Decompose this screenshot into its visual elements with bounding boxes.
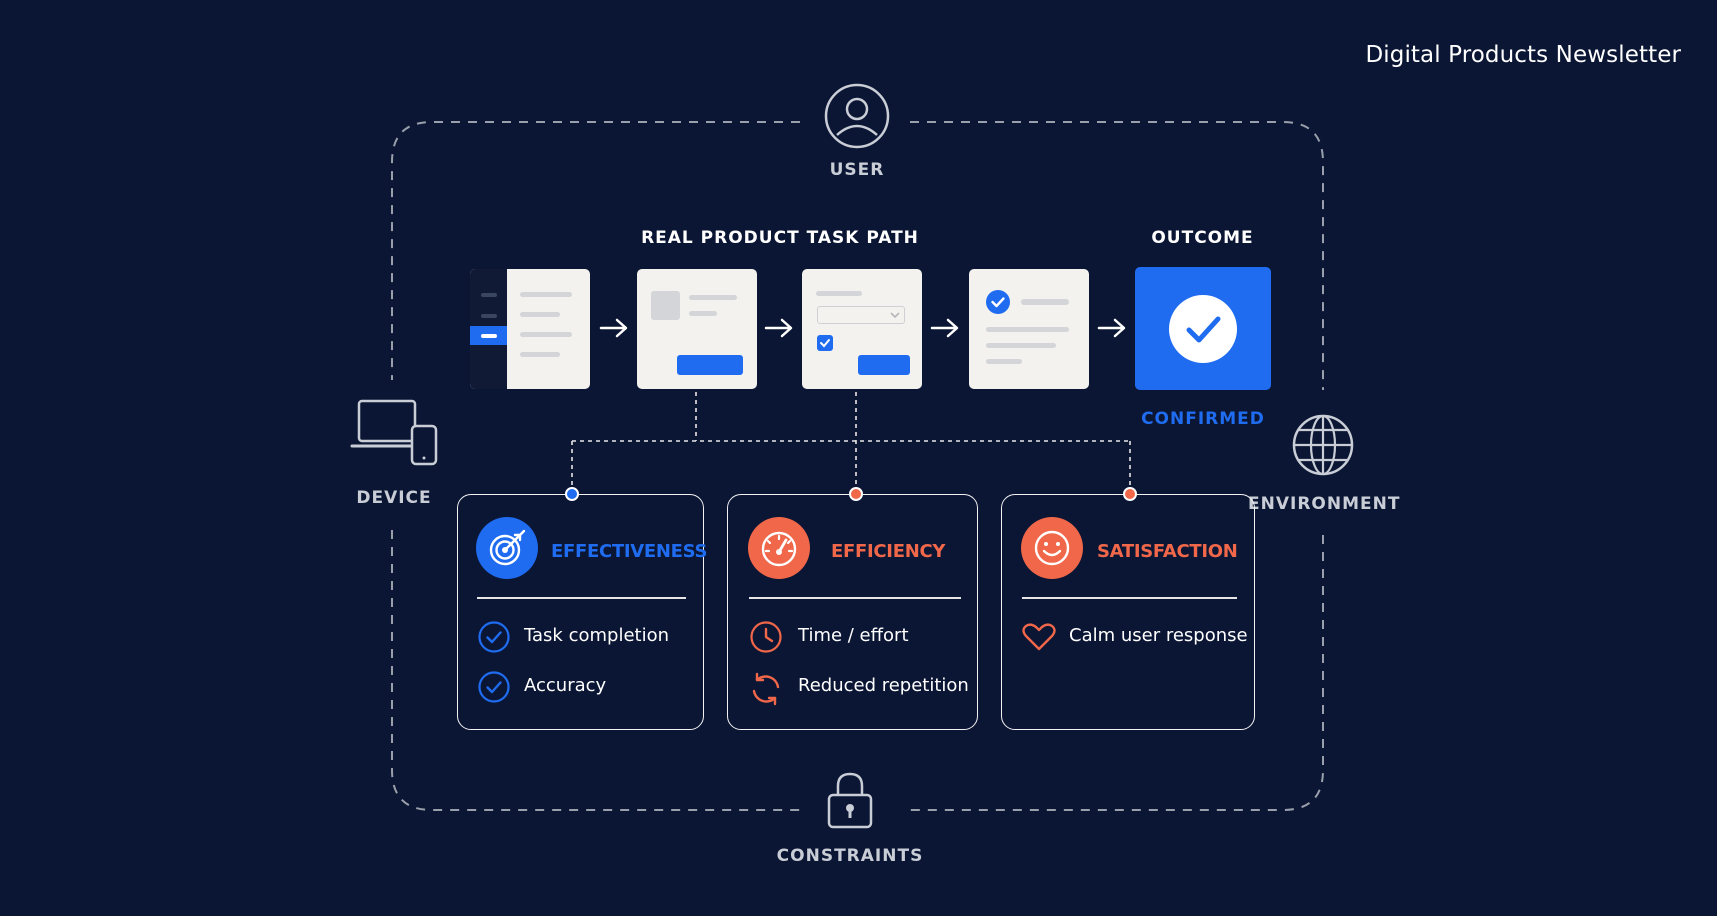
metric-card-efficiency: EFFICIENCY Time / effort Reduced repetit… — [727, 494, 978, 730]
user-icon — [824, 83, 890, 149]
constraints-label: CONSTRAINTS — [776, 846, 924, 866]
speedometer-icon — [748, 517, 810, 579]
globe-icon — [1292, 414, 1354, 476]
metric-item: Accuracy — [524, 675, 607, 696]
metric-item: Reduced repetition — [798, 675, 969, 696]
chevron-down-icon — [890, 312, 900, 319]
clock-icon — [750, 621, 782, 653]
target-icon — [476, 517, 538, 579]
context-frame — [391, 121, 800, 380]
metric-item: Time / effort — [798, 625, 909, 646]
connector-dot — [849, 487, 863, 501]
dropdown-field-shape — [817, 306, 905, 324]
refresh-icon — [752, 672, 780, 706]
check-circle-icon — [478, 671, 510, 703]
divider — [477, 597, 686, 599]
metric-title: EFFECTIVENESS — [551, 541, 708, 562]
metric-card-effectiveness: EFFECTIVENESS Task completion Accuracy — [457, 494, 708, 730]
smiley-icon — [1021, 517, 1083, 579]
heart-icon — [1022, 623, 1056, 651]
image-placeholder — [651, 291, 680, 320]
arrow-icon — [764, 318, 793, 338]
user-label: USER — [829, 160, 885, 180]
step-navigation-screen — [470, 269, 590, 389]
primary-button-shape — [858, 355, 910, 375]
lock-icon — [827, 772, 873, 829]
connector-dot — [1123, 487, 1137, 501]
outcome-title: OUTCOME — [1151, 228, 1254, 248]
context-frame — [391, 530, 800, 811]
step-form-screen — [637, 269, 757, 389]
divider — [1022, 597, 1237, 599]
arrow-icon — [599, 318, 628, 338]
arrow-icon — [930, 318, 959, 338]
outcome-panel — [1135, 267, 1271, 390]
step-input-screen — [802, 269, 922, 389]
step-review-screen — [969, 269, 1089, 389]
outcome-status: CONFIRMED — [1141, 409, 1265, 429]
environment-label: ENVIRONMENT — [1248, 494, 1401, 514]
metric-title: SATISFACTION — [1097, 541, 1238, 562]
task-path-title: REAL PRODUCT TASK PATH — [641, 228, 919, 248]
context-frame — [910, 121, 1324, 390]
newsletter-brand: Digital Products Newsletter — [1365, 42, 1681, 68]
checkbox-icon — [817, 335, 833, 351]
device-label: DEVICE — [356, 488, 432, 508]
metric-card-satisfaction: SATISFACTION Calm user response — [1001, 494, 1255, 730]
metric-connector — [571, 392, 1131, 485]
metric-title: EFFICIENCY — [831, 541, 946, 562]
connector-dot — [565, 487, 579, 501]
check-badge-icon — [986, 290, 1010, 314]
confirmed-check-icon — [1169, 295, 1237, 363]
arrow-icon — [1097, 318, 1126, 338]
metric-item: Task completion — [524, 625, 669, 646]
check-circle-icon — [478, 621, 510, 653]
divider — [749, 597, 961, 599]
metric-item: Calm user response — [1069, 625, 1248, 646]
primary-button-shape — [677, 355, 743, 375]
device-icon — [350, 399, 438, 466]
